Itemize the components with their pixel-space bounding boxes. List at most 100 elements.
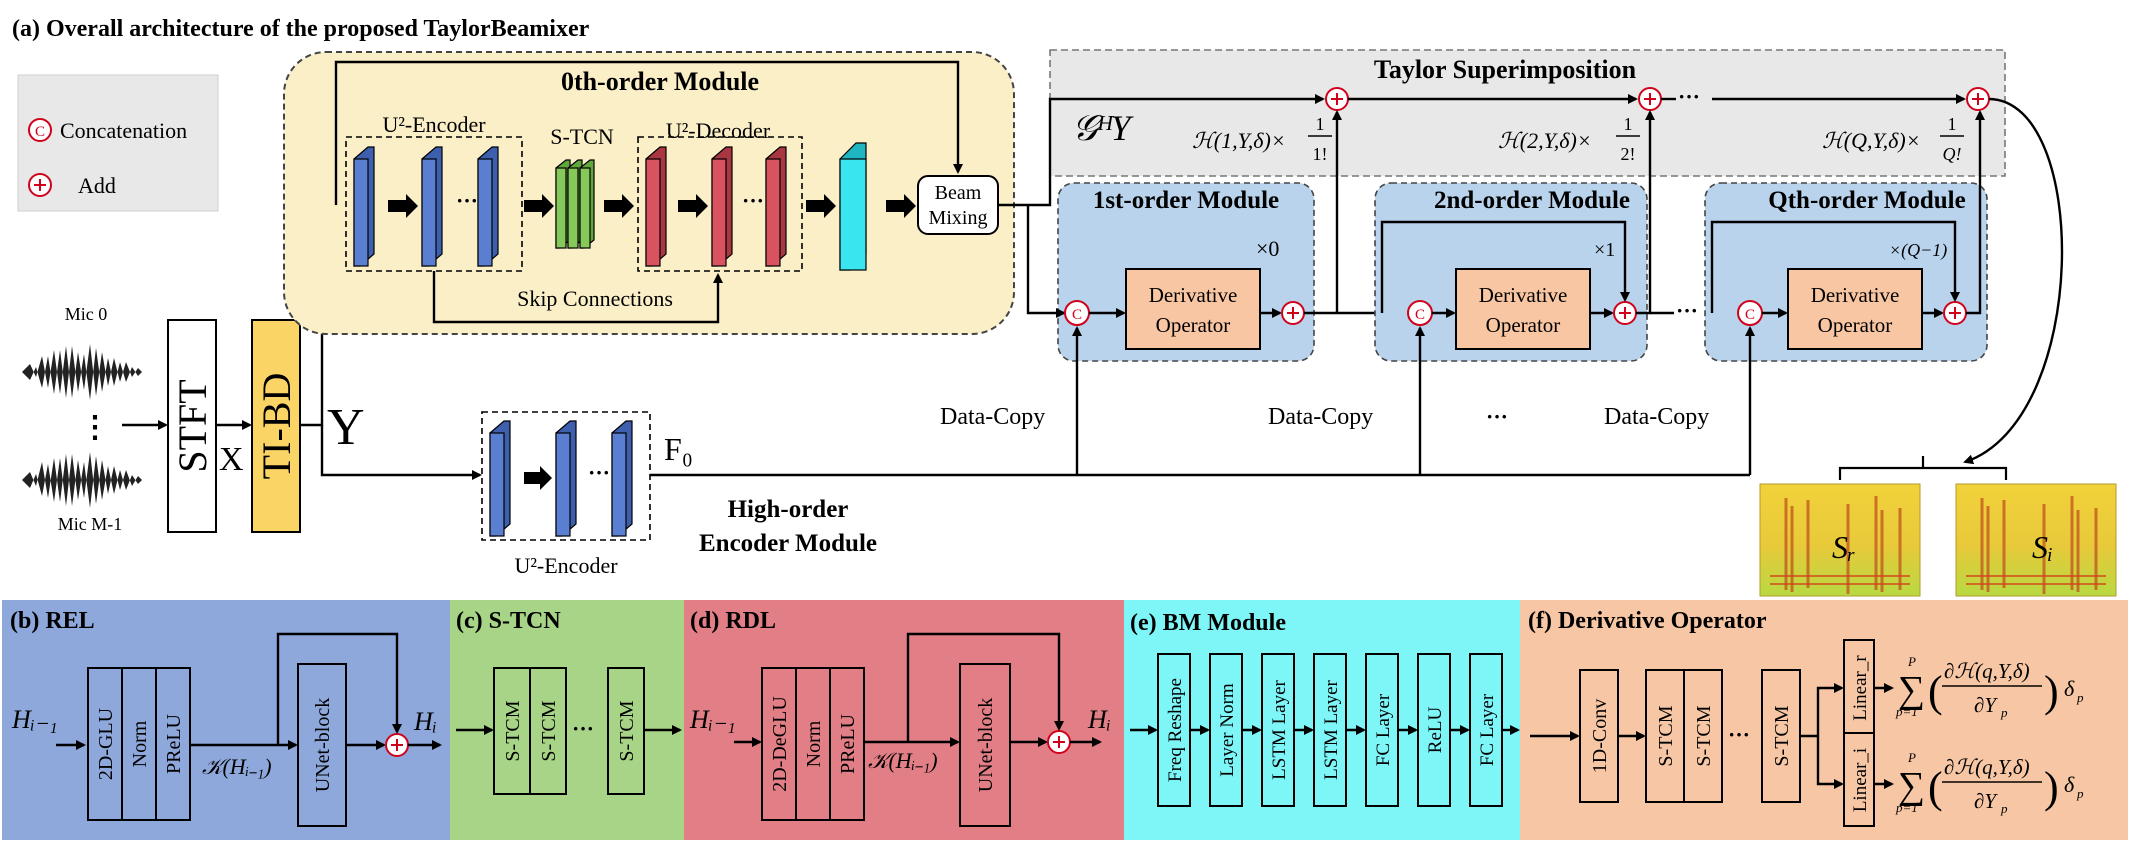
derivative-operator-2 (1455, 268, 1591, 350)
taylor-superimposition (1049, 49, 2006, 177)
do1-line2: Operator (1156, 313, 1231, 337)
stcn-b2: S-TCM (538, 700, 560, 761)
bm-b1: Freq Reshape (1165, 678, 1186, 782)
svg-text:∂Y: ∂Y (1974, 789, 1998, 813)
rdl-block-prelu (829, 667, 865, 821)
panel-derivative-operator (1520, 600, 2128, 840)
f0-label: F₀ (664, 431, 693, 467)
rdl-unet (959, 663, 1011, 827)
module1-add (1281, 301, 1305, 325)
data-copy-label-2: Data-Copy (1268, 404, 1373, 430)
rdl-deglu: 2D-DeGLU (769, 696, 791, 792)
svg-text:): ) (2044, 667, 2059, 716)
stft-label: STFT (170, 379, 215, 472)
taylor-add-2 (1638, 87, 1662, 111)
mic-top-label: Mic 0 (65, 304, 108, 324)
second-order-title: 2nd-order Module (1434, 187, 1630, 214)
qth-order-title: Qth-order Module (1768, 187, 1965, 214)
dec-to-bm-arrow (806, 194, 836, 218)
output-si: Sᵢ (2032, 529, 2053, 565)
concat-2-c: C (1415, 307, 1425, 323)
mic-dots: ⋮ (80, 411, 110, 444)
skip-connections-arrow (432, 271, 723, 324)
rel-norm: Norm (129, 720, 151, 767)
do-b2: S-TCM (1693, 705, 1715, 766)
derivative-operator-q (1787, 268, 1923, 350)
high-order-title-1: High-order (728, 496, 849, 523)
legend-concatenation: Concatenation (60, 118, 187, 143)
enc-to-stcn-arrow (524, 194, 554, 218)
svg-text:p=1: p=1 (1895, 800, 1918, 815)
bm-title: (e) BM Module (1130, 610, 1286, 636)
high-encoder-stack: ··· (489, 420, 633, 537)
do-title: (f) Derivative Operator (1528, 608, 1767, 634)
moduleq-add (1943, 301, 1967, 325)
rel-output: Hᵢ (413, 707, 437, 736)
svg-text:∑: ∑ (1898, 765, 1925, 807)
rel-k: 𝒦(Hᵢ₋₁) (202, 754, 272, 779)
do-linear-r: Linear_r (1850, 655, 1871, 721)
svg-text:∂Y: ∂Y (1974, 693, 1998, 717)
rdl-input: Hᵢ₋₁ (689, 705, 736, 734)
taylor-term-q-den: Q! (1943, 144, 1962, 164)
mic-bottom-waveform (22, 452, 142, 508)
encoder-stack: ··· (353, 146, 499, 267)
taylor-term-1-den: 1! (1313, 144, 1328, 164)
u2-decoder-label: U²-Decoder (666, 118, 771, 143)
decoder-stack: ··· (645, 146, 787, 267)
rdl-residual (906, 632, 1064, 742)
rdl-prelu: PReLU (837, 713, 859, 774)
taylor-term-1-num: 1 (1316, 114, 1325, 134)
y-to-high-encoder-arrow (320, 425, 482, 480)
do-b1: S-TCM (1655, 705, 1677, 766)
concat-symbol: C (35, 124, 45, 140)
stcn-block-2 (529, 667, 567, 795)
first-order-mult: ×0 (1256, 236, 1279, 261)
rel-residual (276, 632, 402, 745)
rel-add (385, 733, 409, 757)
output-brace (1838, 456, 2008, 480)
data-copy-label-3: Data-Copy (1604, 404, 1709, 430)
legend-add: Add (78, 173, 116, 198)
y-to-beam-mixing-arrow (334, 60, 963, 205)
taylor-term-2-h: ℋ(2,Y,δ)× (1498, 128, 1592, 153)
s-tcn-label: S-TCN (550, 124, 614, 149)
tibd-block (251, 319, 301, 533)
tibd-label: TI-BD (254, 373, 299, 480)
do1-line1: Derivative (1149, 283, 1238, 307)
y-label: Y (327, 399, 365, 456)
svg-text:∑: ∑ (1898, 669, 1925, 711)
svg-text:···: ··· (588, 460, 610, 485)
svg-text:p: p (2076, 690, 2084, 705)
u2-encoder-label: U²-Encoder (382, 112, 486, 137)
output-sr: Sᵣ (1832, 529, 1856, 565)
do-stcm-2 (1683, 669, 1723, 803)
u2-decoder-group (637, 136, 803, 272)
taylor-term-q-num: 1 (1948, 114, 1957, 134)
taylor-term-2-den: 2! (1621, 144, 1636, 164)
spectrogram-imag (1955, 483, 2117, 597)
rdl-title: (d) RDL (690, 608, 776, 634)
high-encoder-label: U²-Encoder (514, 553, 618, 578)
rdl-k: 𝒦(Hᵢ₋₁) (868, 748, 938, 773)
taylor-title: Taylor Superimposition (1374, 55, 1637, 84)
taylor-add-q (1966, 87, 1990, 111)
rel-input: Hᵢ₋₁ (11, 705, 58, 734)
add-icon (28, 173, 52, 197)
low-dots: ··· (1486, 404, 1508, 429)
x-label: X (219, 441, 244, 478)
bm-b7: FC Layer (1477, 693, 1498, 766)
beam-to-taylor-arrow (998, 94, 1325, 207)
stft-block (167, 319, 217, 533)
doq-line1: Derivative (1811, 283, 1900, 307)
bm-b2: Layer Norm (1217, 683, 1238, 777)
do-formula-top: ∑ P p=1 ( ∂ℋ(q,Y,δ) ∂Y p ) δ p (1895, 654, 2084, 720)
beam-to-concat-1-arrow (1026, 205, 1066, 318)
concatenation-icon (28, 118, 52, 142)
rdl-output: Hᵢ (1087, 705, 1111, 734)
stcn-stack (555, 159, 595, 249)
svg-text:P: P (1907, 654, 1916, 669)
panel-rdl (684, 600, 1124, 840)
legend: C Concatenation Add (17, 74, 219, 212)
